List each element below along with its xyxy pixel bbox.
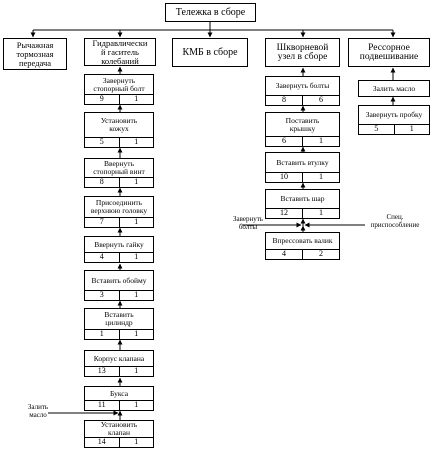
step-node: Завернуть пробку 5 1 — [358, 105, 430, 135]
step-quantity: 1 — [319, 172, 323, 181]
step-number: 9 — [85, 95, 120, 104]
step-node: Поставить крышку 6 1 — [265, 112, 340, 147]
step-node: Ввернуть стопорный винт 8 1 — [84, 158, 154, 188]
step-number: 12 — [266, 209, 303, 218]
step-node: Установить клапан 14 1 — [84, 420, 154, 448]
step-quantity: 1 — [134, 366, 139, 375]
step-number: 13 — [85, 367, 120, 376]
category-label: КМБ в сборе — [182, 47, 238, 58]
step-node: Установить кожух 5 1 — [84, 112, 154, 148]
note-pour-oil: Залить масло — [27, 403, 49, 419]
step-node: Ввернуть гайку 4 1 — [84, 236, 154, 263]
category-label: Рычажная тормозная передача — [16, 39, 54, 68]
step-quantity: 2 — [319, 249, 323, 258]
step-label: Ввернуть гайку — [94, 239, 144, 249]
step-label: Залить масло — [372, 84, 416, 93]
step-label: Корпус клапана — [93, 353, 145, 363]
root-node: Тележка в сборе — [165, 3, 256, 22]
step-label: Букса — [109, 388, 129, 398]
step-node: Завернуть болты 8 6 — [265, 76, 340, 106]
step-quantity: 1 — [134, 437, 139, 446]
step-quantity: 1 — [134, 400, 139, 409]
step-node: Вставить шар 12 1 — [265, 189, 340, 219]
step-number: 11 — [85, 401, 120, 410]
step-label: Присоединить верхнюю головку — [90, 198, 148, 215]
step-number: 3 — [85, 291, 120, 300]
root-label: Тележка в сборе — [175, 6, 246, 18]
step-pour-oil: Залить масло — [358, 80, 430, 97]
step-label: Поставить крышку — [285, 115, 320, 133]
step-number: 4 — [85, 253, 120, 262]
step-number: 8 — [266, 96, 303, 105]
category-leaf-spring: Рессорное подвешивание — [348, 38, 430, 67]
step-label: Вставить шар — [280, 194, 325, 203]
category-label: Рессорное подвешивание — [359, 42, 419, 62]
step-quantity: 1 — [409, 124, 414, 133]
category-label: Шкворневой узел в сборе — [276, 42, 329, 62]
step-number: 8 — [85, 178, 120, 187]
step-number: 14 — [85, 438, 120, 447]
step-quantity: 1 — [134, 217, 139, 226]
category-brake-linkage: Рычажная тормозная передача — [3, 38, 67, 70]
step-label: Вставить цилиндр — [104, 310, 134, 327]
step-node: Корпус клапана 13 1 — [84, 350, 154, 377]
step-node: Присоединить верхнюю головку 7 1 — [84, 196, 154, 228]
step-number: 6 — [266, 137, 303, 146]
step-label: Вставить втулку — [276, 157, 329, 167]
step-quantity: 1 — [319, 136, 323, 145]
step-number: 5 — [85, 138, 120, 147]
step-label: Установить кожух — [100, 116, 138, 133]
step-label: Завернуть стопорный болт — [93, 75, 145, 93]
step-number: 1 — [85, 330, 120, 339]
step-quantity: 1 — [134, 329, 139, 338]
step-label: Завернуть болты — [275, 81, 330, 90]
step-node: Вставить втулку 10 1 — [265, 152, 340, 183]
step-number: 10 — [266, 173, 303, 182]
step-node: Завернуть стопорный болт 9 1 — [84, 74, 154, 105]
category-hydraulic-damper: Гидравлически й гаситель колебаний — [84, 38, 156, 66]
category-kmb: КМБ в сборе — [172, 38, 248, 67]
step-node: Вставить цилиндр 1 1 — [84, 308, 154, 340]
step-label: Вставить обойму — [91, 275, 147, 285]
category-label: Гидравлически й гаситель колебаний — [92, 37, 148, 66]
step-quantity: 1 — [134, 137, 139, 146]
note-fixture: Спец. приспособление — [370, 213, 420, 229]
step-node: Вставить обойму 3 1 — [84, 270, 154, 301]
step-quantity: 1 — [134, 290, 139, 299]
step-quantity: 1 — [134, 94, 139, 103]
step-quantity: 1 — [134, 177, 139, 186]
step-label: Установить клапан — [100, 420, 138, 437]
step-quantity: 1 — [134, 252, 139, 261]
note-bolts: Завернуть болты — [233, 215, 263, 231]
step-label: Завернуть пробку — [365, 110, 423, 119]
step-number: 5 — [359, 125, 395, 134]
step-node: Впрессовать валик 4 2 — [265, 232, 340, 260]
category-pivot-unit: Шкворневой узел в сборе — [265, 38, 340, 67]
step-number: 4 — [266, 250, 303, 259]
step-quantity: 1 — [319, 208, 323, 217]
step-label: Впрессовать валик — [272, 236, 333, 245]
step-label: Ввернуть стопорный винт — [93, 159, 145, 176]
step-quantity: 6 — [319, 95, 323, 104]
step-number: 7 — [85, 218, 120, 227]
